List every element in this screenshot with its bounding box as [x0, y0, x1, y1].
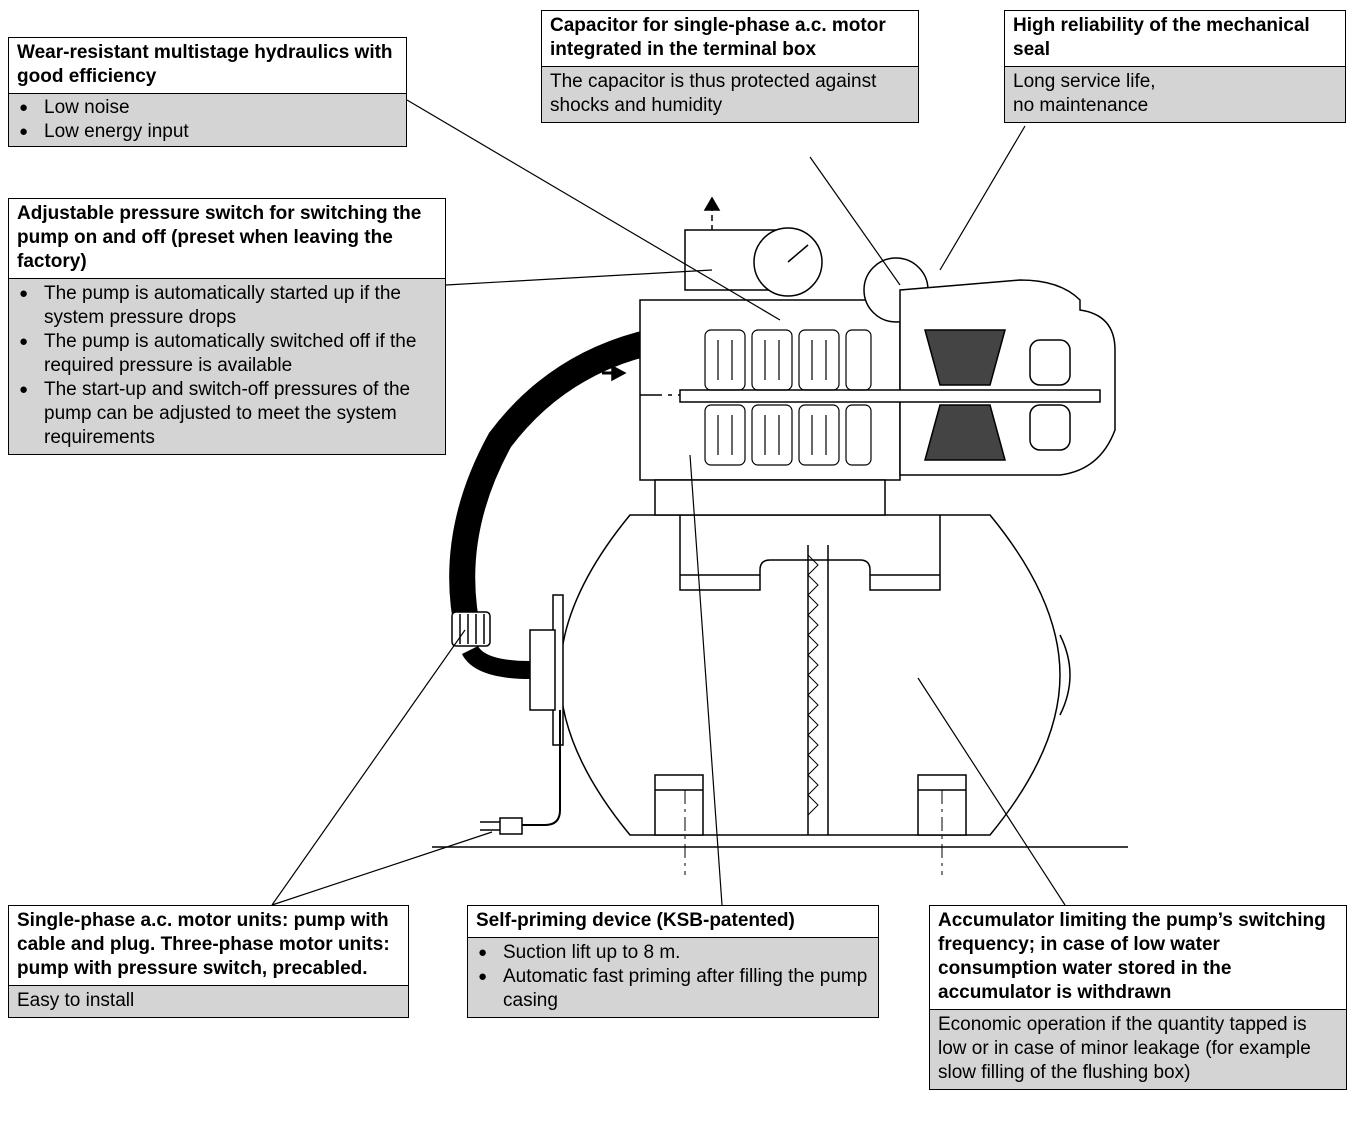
accumulator-tank	[529, 514, 1071, 875]
leader-lines	[271, 99, 1066, 906]
bullet-item: The start-up and switch-off pressures of…	[17, 378, 437, 450]
bullet-item: Low noise	[17, 96, 398, 120]
callout-body: Long service life, no maintenance	[1005, 66, 1345, 122]
callout-title: Adjustable pressure switch for switching…	[9, 199, 445, 278]
callout-body: Suction lift up to 8 m. Automatic fast p…	[468, 937, 878, 1017]
callout-text: Long service life, no maintenance	[1013, 71, 1156, 116]
callout-title: Self-priming device (KSB-patented)	[468, 906, 878, 937]
hose	[449, 327, 663, 644]
inlet-arrow	[611, 364, 627, 382]
callout-text: Economic operation if the quantity tappe…	[938, 1014, 1311, 1083]
callout-seal: High reliability of the mechanical seal …	[1004, 10, 1346, 123]
callout-motor-units: Single-phase a.c. motor units: pump with…	[8, 905, 409, 1018]
pump-body	[639, 205, 1116, 516]
callout-body: Economic operation if the quantity tappe…	[930, 1009, 1346, 1089]
callout-title: Accumulator limiting the pump’s switchin…	[930, 906, 1346, 1009]
callout-body: The pump is automatically started up if …	[9, 278, 445, 454]
bullet-item: The pump is automatically switched off i…	[17, 330, 437, 378]
callout-text: The capacitor is thus protected against …	[550, 71, 877, 116]
callout-accumulator: Accumulator limiting the pump’s switchin…	[929, 905, 1347, 1090]
callout-body: Easy to install	[9, 985, 408, 1017]
callout-self-priming: Self-priming device (KSB-patented) Sucti…	[467, 905, 879, 1018]
callout-title: Capacitor for single-phase a.c. motor in…	[542, 11, 918, 66]
callout-body: Low noise Low energy input	[9, 93, 406, 146]
callout-title: Single-phase a.c. motor units: pump with…	[9, 906, 408, 985]
bullet-item: Suction lift up to 8 m.	[476, 941, 870, 965]
callout-pressure-switch: Adjustable pressure switch for switching…	[8, 198, 446, 455]
callout-title: Wear-resistant multistage hydraulics wit…	[9, 38, 406, 93]
callout-title: High reliability of the mechanical seal	[1005, 11, 1345, 66]
callout-body: The capacitor is thus protected against …	[542, 66, 918, 122]
callout-hydraulics: Wear-resistant multistage hydraulics wit…	[8, 37, 407, 147]
bullet-item: The pump is automatically started up if …	[17, 282, 437, 330]
bullet-item: Automatic fast priming after filling the…	[476, 965, 870, 1013]
callout-text: Easy to install	[17, 990, 135, 1011]
callout-capacitor: Capacitor for single-phase a.c. motor in…	[541, 10, 919, 123]
bullet-item: Low energy input	[17, 120, 398, 144]
outlet-arrow	[703, 196, 721, 211]
